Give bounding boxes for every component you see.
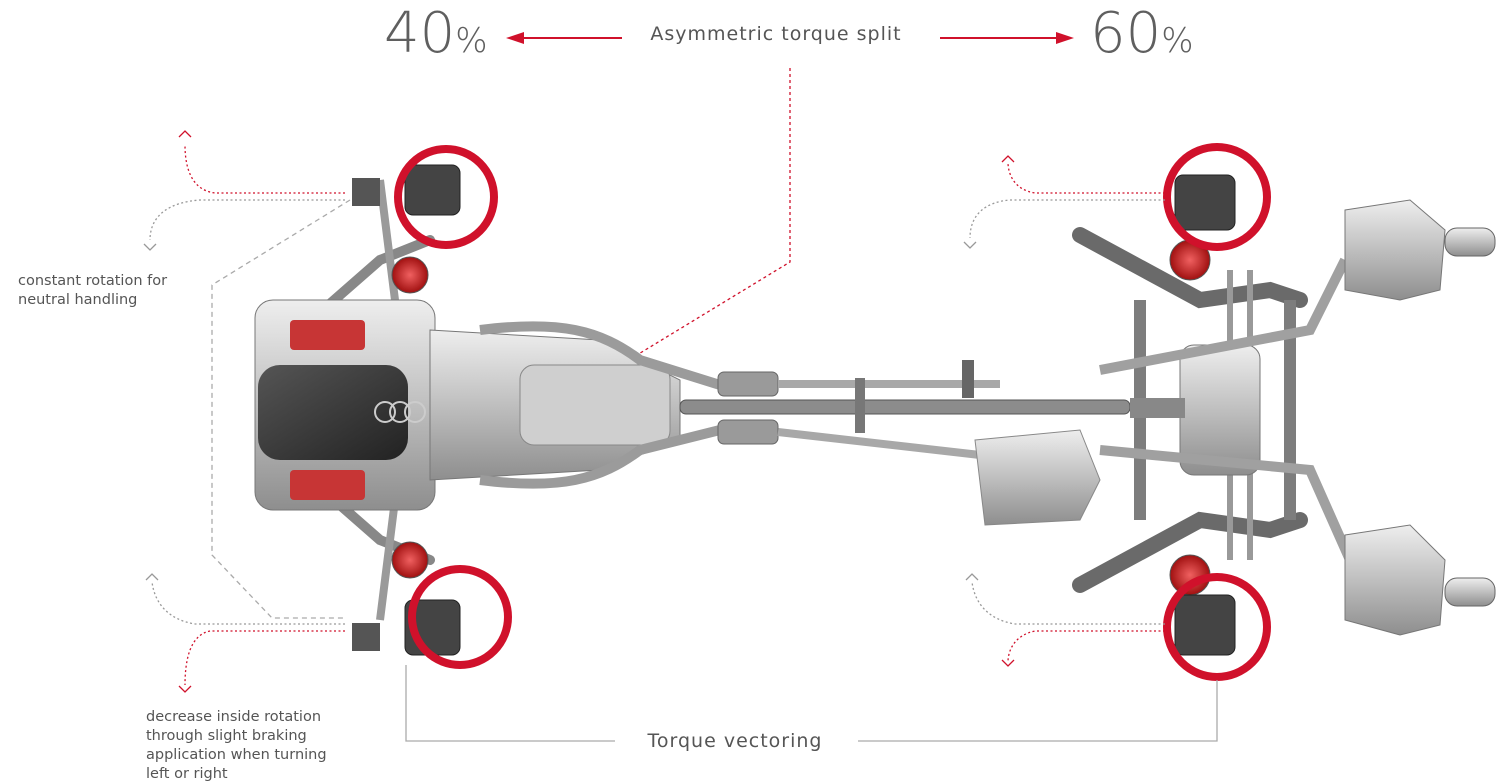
torque-vectoring-bracket (405, 665, 1218, 742)
front-torque-percent: 40% (384, 1, 488, 66)
chevron-up-icon (178, 130, 192, 138)
rear-torque-percent: 60% (1090, 1, 1194, 66)
chevron-down-icon (143, 243, 157, 251)
wheel-highlight-circles (394, 143, 1271, 681)
chevron-down-icon (963, 241, 977, 249)
decrease-rotation-note: decrease inside rotation through slight … (146, 709, 327, 782)
front-axle-bracket (211, 199, 351, 619)
rear-left-wheel-circle (1163, 143, 1271, 251)
torque-vectoring-label: Torque vectoring (647, 730, 823, 752)
front-left-wheel-circle (394, 145, 498, 249)
chevron-down-icon (178, 685, 192, 693)
constant-rotation-note: constant rotation for neutral handling (18, 273, 168, 308)
split-arrows (506, 32, 1074, 44)
rotation-indicators (149, 144, 1165, 686)
chevron-up-icon (965, 573, 979, 581)
chevron-up-icon (145, 573, 159, 581)
vehicle-illustration (254, 164, 1496, 656)
arrow-left-icon (506, 32, 524, 44)
arrow-right-icon (1056, 32, 1074, 44)
chevron-up-icon (1001, 155, 1015, 163)
torque-split-label: Asymmetric torque split (650, 23, 902, 45)
chevron-down-icon (1001, 659, 1015, 667)
rear-right-wheel-circle (1163, 573, 1271, 681)
front-right-wheel-circle (408, 565, 512, 669)
